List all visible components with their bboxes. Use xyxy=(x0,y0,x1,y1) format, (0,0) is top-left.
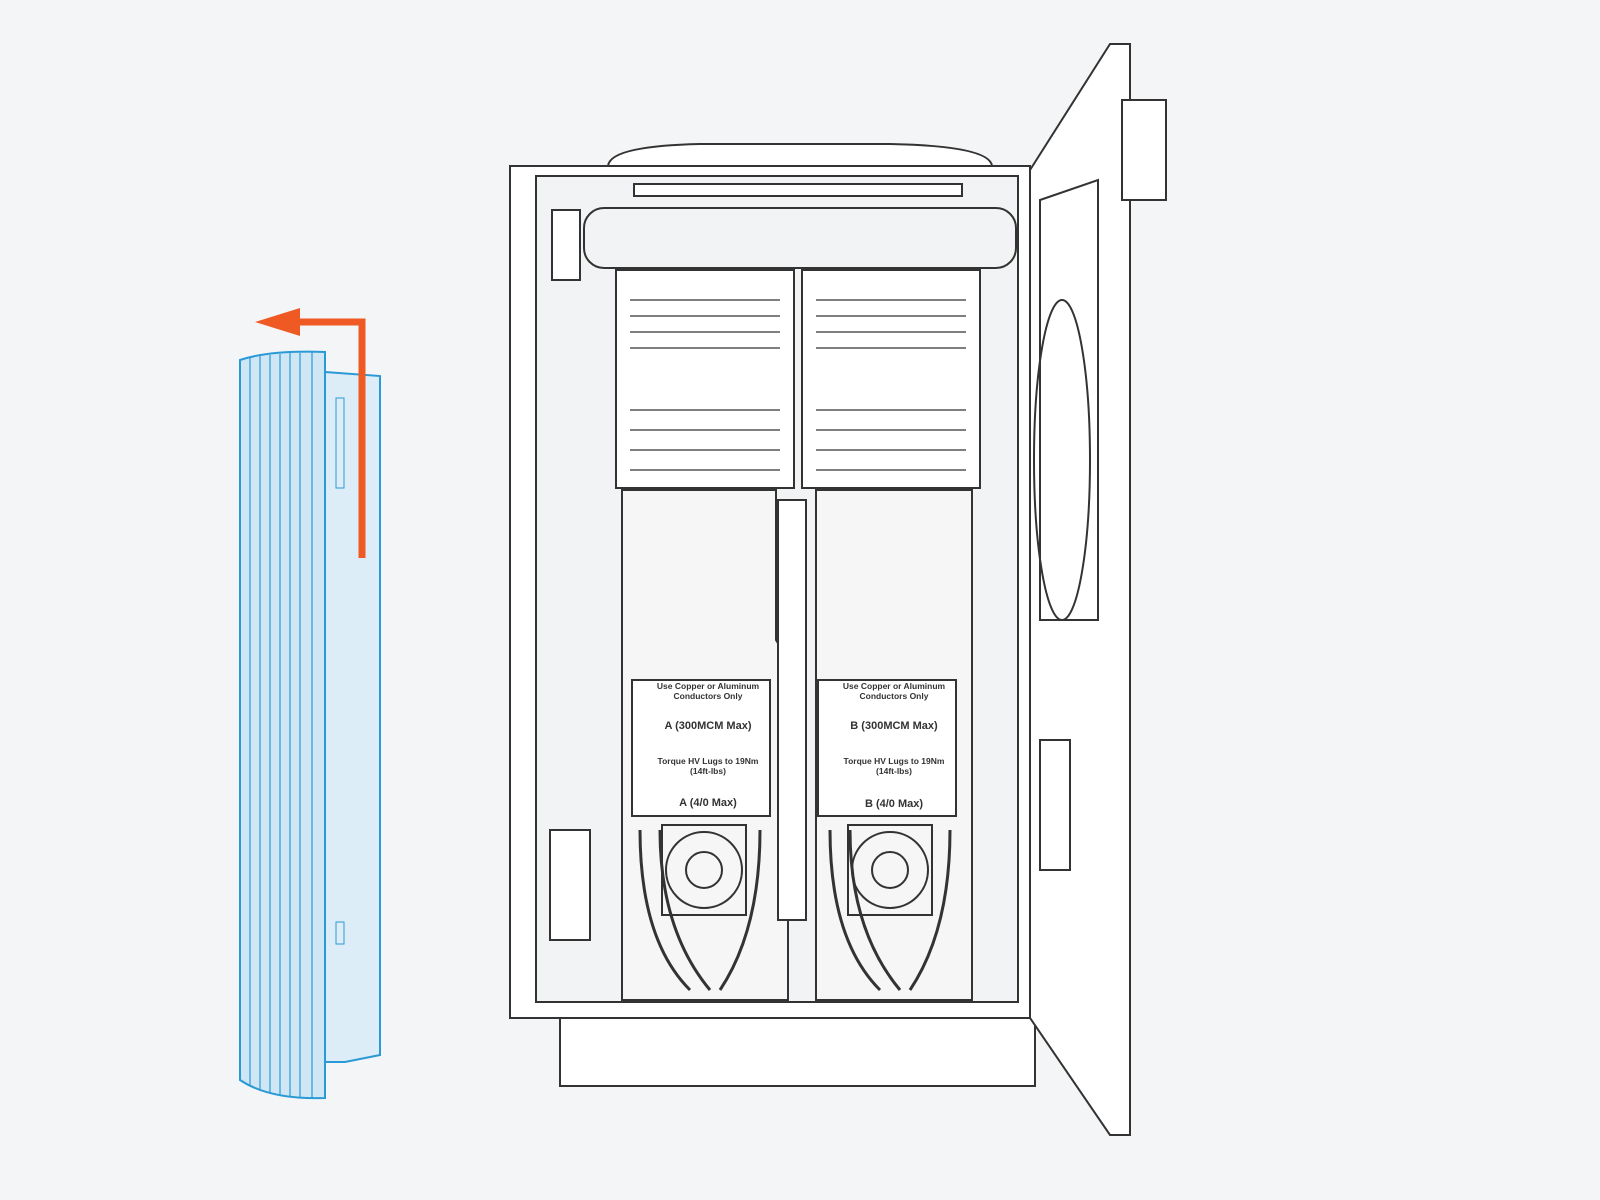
a-conductors-label: Use Copper or Aluminum Conductors Only xyxy=(656,681,760,701)
removal-arrow-icon xyxy=(255,308,366,558)
charger-cabinet xyxy=(509,43,1167,1136)
b-conductors-label: Use Copper or Aluminum Conductors Only xyxy=(842,681,946,701)
b-torque-label: Torque HV Lugs to 19Nm (14ft-lbs) xyxy=(843,756,945,776)
a-torque-label: Torque HV Lugs to 19Nm (14ft-lbs) xyxy=(657,756,759,776)
b-max-label: B (300MCM Max) xyxy=(850,720,938,732)
front-cover-panel xyxy=(239,350,381,1100)
b-lug-label: B (4/0 Max) xyxy=(864,798,924,810)
a-max-label: A (300MCM Max) xyxy=(664,720,752,732)
a-lug-label: A (4/0 Max) xyxy=(679,797,737,809)
